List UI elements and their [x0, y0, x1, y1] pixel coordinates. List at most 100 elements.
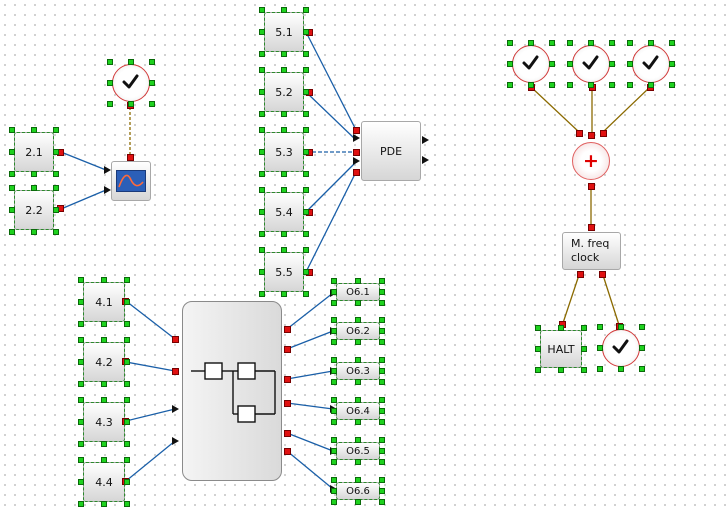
selection-handle[interactable]: [78, 479, 84, 485]
selection-handle[interactable]: [149, 59, 155, 65]
selection-handle[interactable]: [609, 40, 615, 46]
output-port[interactable]: [284, 326, 291, 333]
selection-handle[interactable]: [107, 59, 113, 65]
selection-handle[interactable]: [281, 187, 287, 193]
selection-handle[interactable]: [355, 339, 361, 345]
selection-handle[interactable]: [149, 80, 155, 86]
selection-handle[interactable]: [78, 397, 84, 403]
selection-handle[interactable]: [597, 366, 603, 372]
input-port[interactable]: [172, 368, 179, 375]
output-port[interactable]: [284, 430, 291, 437]
event-input-port[interactable]: [576, 130, 583, 137]
selection-handle[interactable]: [259, 187, 265, 193]
scope-block[interactable]: [111, 161, 151, 201]
input-port[interactable]: [353, 149, 360, 156]
selection-handle[interactable]: [107, 80, 113, 86]
selection-handle[interactable]: [528, 82, 534, 88]
selection-handle[interactable]: [281, 291, 287, 297]
selection-handle[interactable]: [259, 67, 265, 73]
selection-handle[interactable]: [303, 7, 309, 13]
selection-handle[interactable]: [9, 127, 15, 133]
selection-handle[interactable]: [507, 61, 513, 67]
selection-handle[interactable]: [331, 448, 337, 454]
selection-handle[interactable]: [379, 357, 385, 363]
input-block-4-1[interactable]: 4.1: [83, 282, 125, 322]
selection-handle[interactable]: [101, 457, 107, 463]
input-block-4-2[interactable]: 4.2: [83, 342, 125, 382]
selection-handle[interactable]: [9, 149, 15, 155]
selection-handle[interactable]: [331, 397, 337, 403]
output-block-6-2[interactable]: O6.2: [336, 322, 380, 340]
selection-handle[interactable]: [379, 419, 385, 425]
selection-handle[interactable]: [669, 61, 675, 67]
selection-handle[interactable]: [331, 368, 337, 374]
selection-handle[interactable]: [379, 499, 385, 505]
input-block-4-3[interactable]: 4.3: [83, 402, 125, 442]
selection-handle[interactable]: [31, 229, 37, 235]
selection-handle[interactable]: [101, 321, 107, 327]
selection-handle[interactable]: [567, 82, 573, 88]
selection-handle[interactable]: [281, 51, 287, 57]
selection-handle[interactable]: [331, 278, 337, 284]
event-output-port[interactable]: [599, 271, 606, 278]
selection-handle[interactable]: [124, 359, 130, 365]
selection-handle[interactable]: [549, 82, 555, 88]
selection-handle[interactable]: [331, 459, 337, 465]
input-port[interactable]: [353, 127, 360, 134]
selection-handle[interactable]: [627, 40, 633, 46]
selection-handle[interactable]: [303, 247, 309, 253]
event-input-port[interactable]: [600, 130, 607, 137]
selection-handle[interactable]: [535, 325, 541, 331]
selection-handle[interactable]: [124, 277, 130, 283]
selection-handle[interactable]: [303, 89, 309, 95]
selection-handle[interactable]: [355, 419, 361, 425]
input-block-5-3[interactable]: 5.3: [264, 132, 304, 172]
selection-handle[interactable]: [124, 299, 130, 305]
selection-handle[interactable]: [303, 51, 309, 57]
selection-handle[interactable]: [78, 419, 84, 425]
mfreq-clock-block[interactable]: M. freq clock: [562, 232, 621, 270]
selection-handle[interactable]: [331, 437, 337, 443]
selection-handle[interactable]: [535, 346, 541, 352]
selection-handle[interactable]: [581, 325, 587, 331]
selection-handle[interactable]: [303, 231, 309, 237]
selection-handle[interactable]: [78, 337, 84, 343]
selection-handle[interactable]: [259, 51, 265, 57]
selection-handle[interactable]: [124, 397, 130, 403]
clock-block[interactable]: [512, 45, 550, 83]
selection-handle[interactable]: [53, 207, 59, 213]
selection-handle[interactable]: [78, 381, 84, 387]
selection-handle[interactable]: [303, 269, 309, 275]
selection-handle[interactable]: [124, 321, 130, 327]
selection-handle[interactable]: [331, 328, 337, 334]
selection-handle[interactable]: [259, 111, 265, 117]
selection-handle[interactable]: [303, 291, 309, 297]
selection-handle[interactable]: [379, 317, 385, 323]
selection-handle[interactable]: [581, 346, 587, 352]
output-port[interactable]: [284, 448, 291, 455]
selection-handle[interactable]: [303, 171, 309, 177]
selection-handle[interactable]: [259, 127, 265, 133]
selection-handle[interactable]: [355, 437, 361, 443]
event-output-port[interactable]: [577, 271, 584, 278]
selection-handle[interactable]: [379, 448, 385, 454]
selection-handle[interactable]: [259, 231, 265, 237]
selection-handle[interactable]: [597, 324, 603, 330]
selection-handle[interactable]: [31, 185, 37, 191]
output-block-6-1[interactable]: O6.1: [336, 283, 380, 301]
selection-handle[interactable]: [107, 101, 113, 107]
selection-handle[interactable]: [379, 488, 385, 494]
selection-handle[interactable]: [281, 247, 287, 253]
selection-handle[interactable]: [303, 67, 309, 73]
selection-handle[interactable]: [535, 367, 541, 373]
selection-handle[interactable]: [259, 7, 265, 13]
selection-handle[interactable]: [379, 397, 385, 403]
selection-handle[interactable]: [549, 61, 555, 67]
selection-handle[interactable]: [78, 321, 84, 327]
input-port-arrow[interactable]: [172, 437, 179, 445]
input-port-arrow[interactable]: [104, 186, 111, 194]
selection-handle[interactable]: [281, 7, 287, 13]
selection-handle[interactable]: [507, 82, 513, 88]
clock-block[interactable]: [602, 329, 640, 367]
